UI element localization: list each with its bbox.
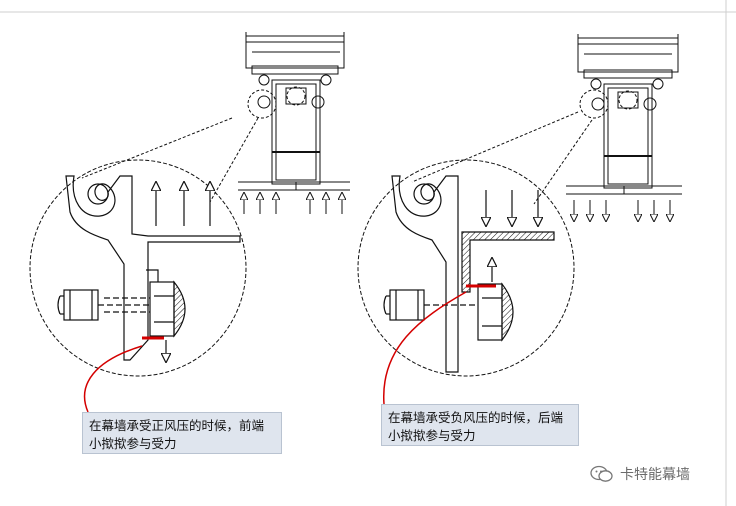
left-magnified-parts xyxy=(57,175,241,361)
right-detail xyxy=(357,34,682,405)
watermark-text: 卡特能幕墙 xyxy=(620,467,690,483)
left-detail xyxy=(29,32,350,413)
left-magnifier-circle xyxy=(29,159,247,377)
right-magnified-parts xyxy=(383,175,555,373)
wechat-logo-icon xyxy=(590,465,614,483)
right-magnifier-circle xyxy=(357,159,575,377)
positive-pressure-note: 在幕墙承受正风压的时候，前端小揿揿参与受力 xyxy=(82,412,282,454)
left-load-arrows xyxy=(156,186,210,358)
watermark: 卡特能幕墙 xyxy=(590,464,690,484)
left-small-arrows xyxy=(244,196,342,214)
left-callout-curve xyxy=(83,345,143,413)
right-small-arrows xyxy=(574,200,670,218)
negative-pressure-note: 在幕墙承受负风压的时候，后端小揿揿参与受力 xyxy=(381,404,579,446)
right-mullion-section xyxy=(566,34,682,195)
left-mullion-section xyxy=(238,32,350,191)
right-callout-curve xyxy=(383,291,467,405)
right-load-arrows xyxy=(486,190,538,282)
